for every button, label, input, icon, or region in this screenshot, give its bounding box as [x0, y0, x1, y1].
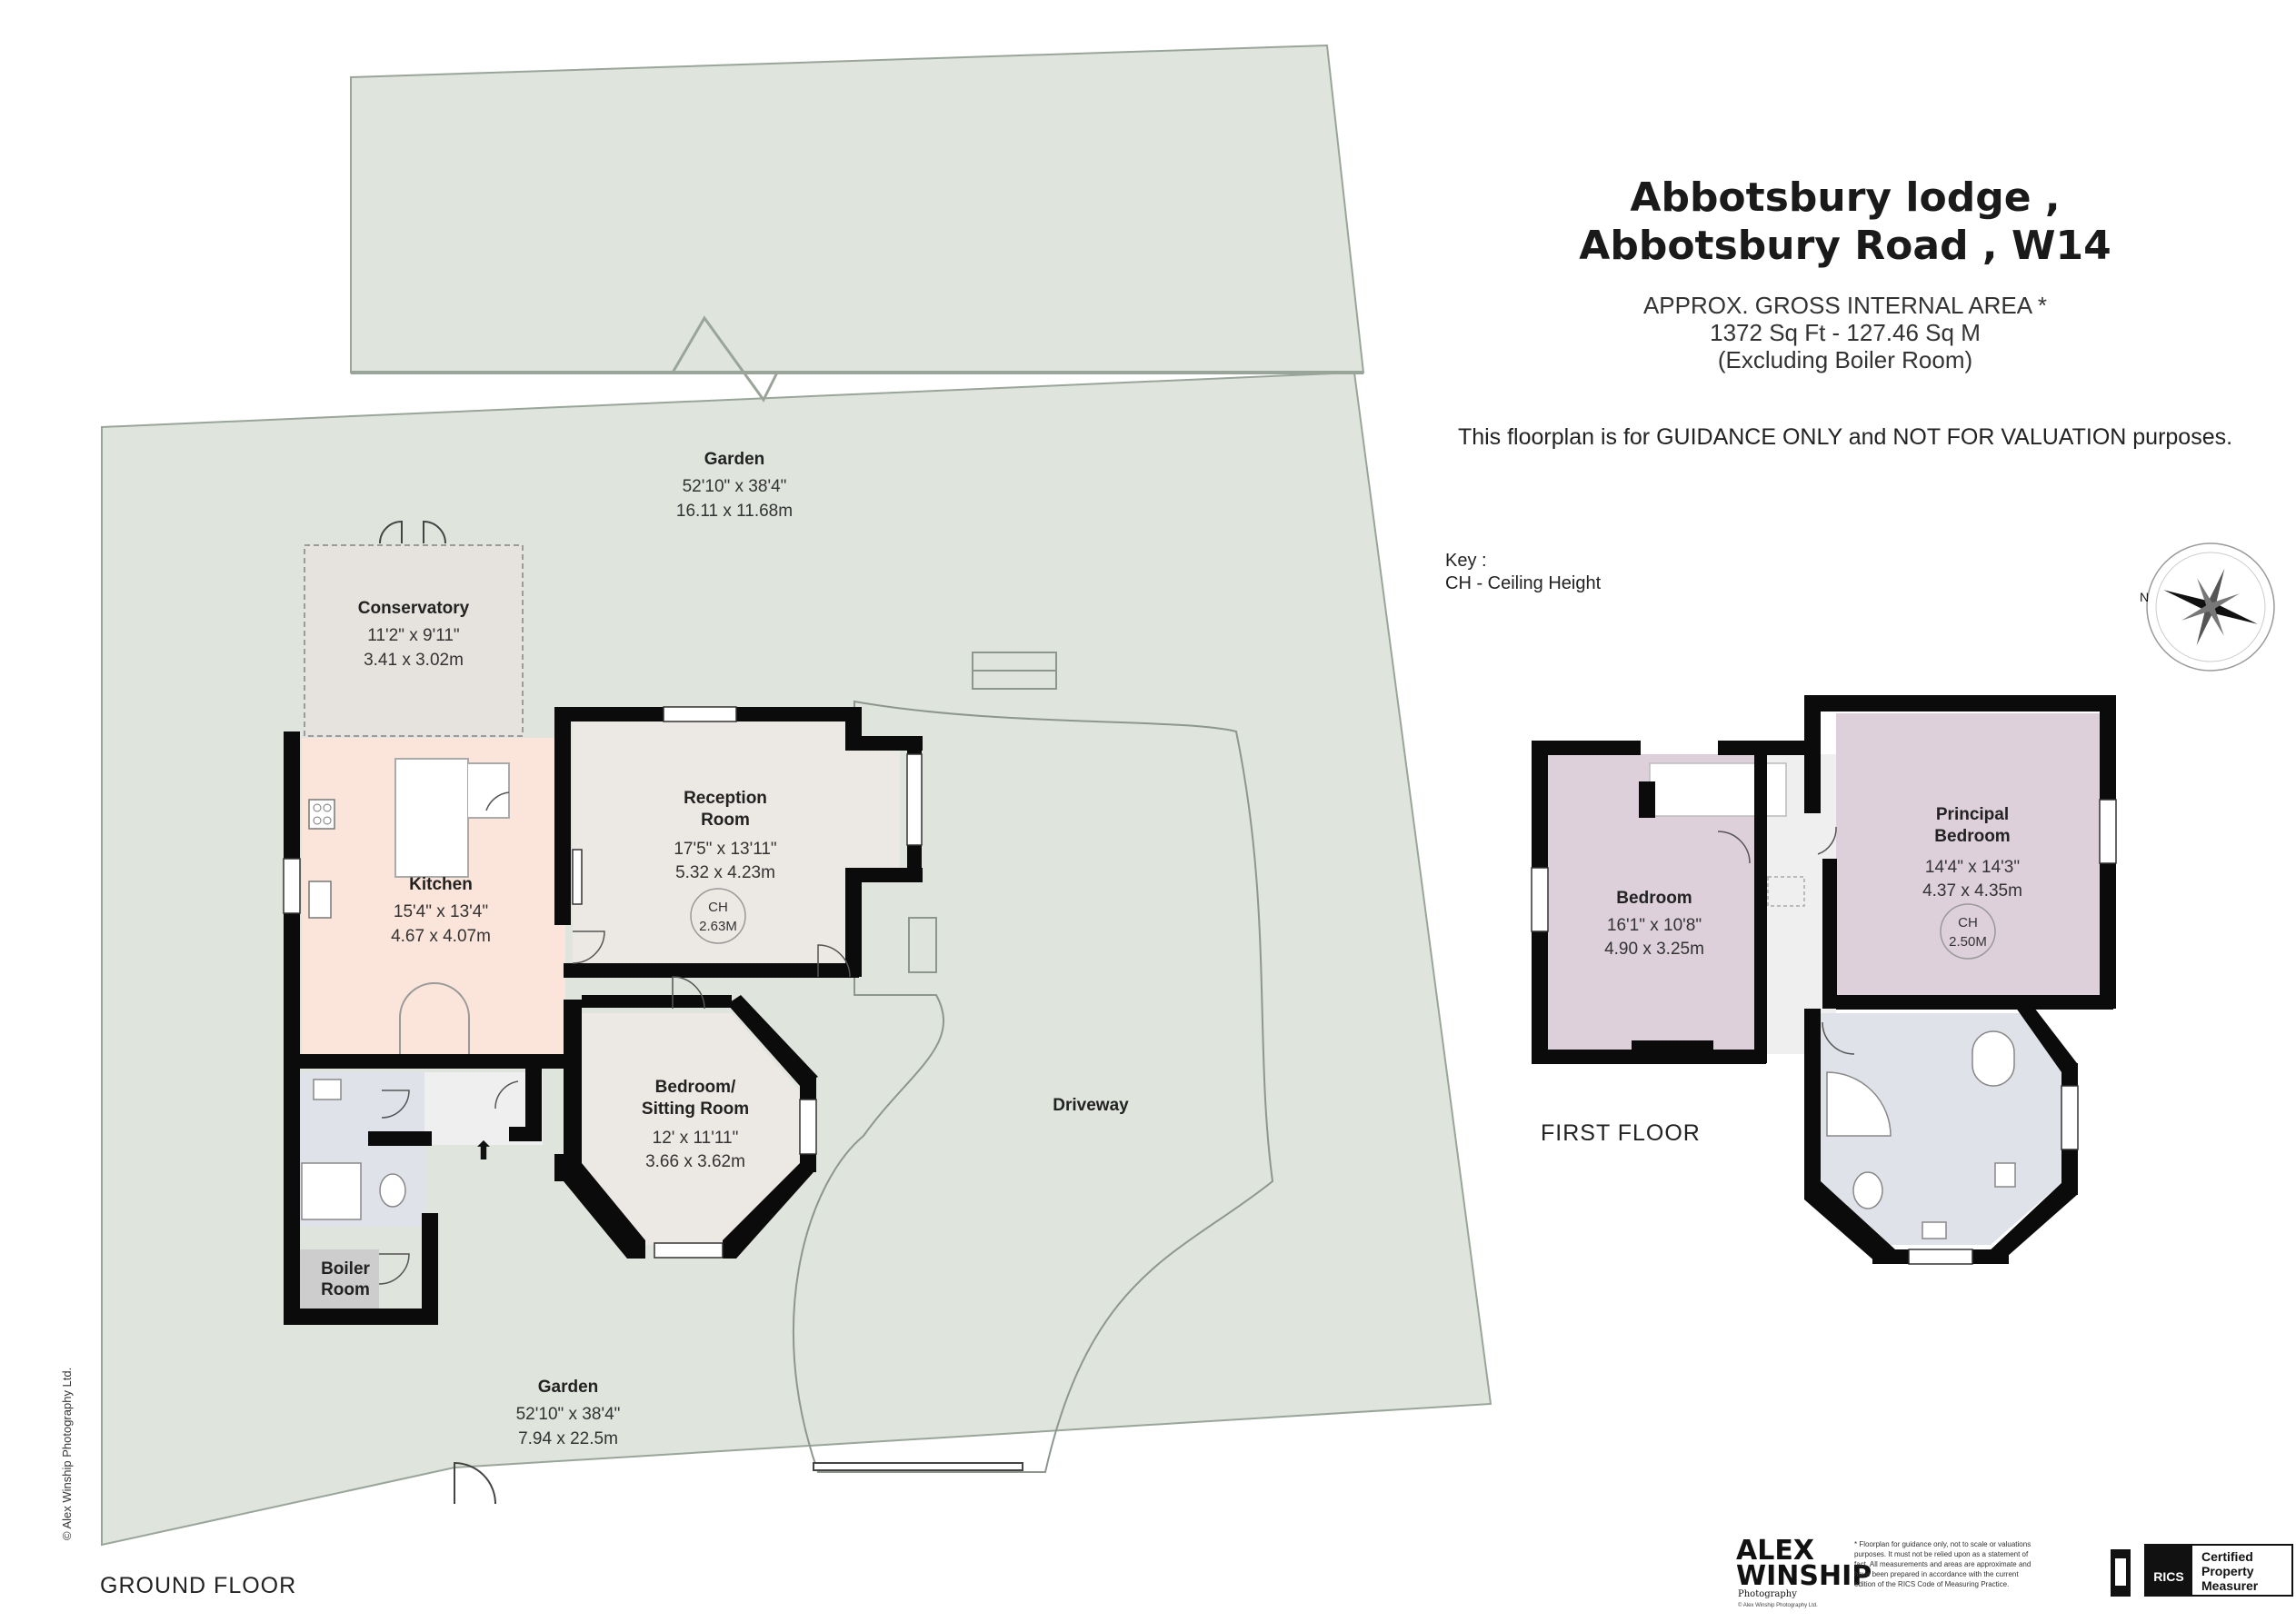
reception-ch-value: 2.63M [699, 919, 737, 934]
first-floor-walls [1532, 695, 2116, 1264]
area-line-2: 1372 Sq Ft - 127.46 Sq M [1710, 319, 1981, 346]
front-gate [813, 1462, 1023, 1471]
compass-north: N [2140, 590, 2149, 604]
first-floor-label: FIRST FLOOR [1541, 1120, 1701, 1146]
brand-line-1: ALEX [1736, 1535, 1814, 1567]
kitchen-metric: 4.67 x 4.07m [391, 927, 491, 946]
window-markers [283, 706, 923, 1259]
basin-icon [313, 1079, 342, 1100]
hob-burner [323, 803, 332, 812]
first-floor-windows [1531, 799, 2117, 1265]
brand-line-4: © Alex Winship Photography Ltd. [1738, 1602, 1818, 1608]
compass-icon: N [2140, 542, 2275, 672]
garden-top-name: Garden [704, 450, 765, 469]
garden-top-imperial: 52'10" x 38'4" [683, 477, 787, 496]
first-floor-loft-hatch [1767, 876, 1805, 907]
conservatory-imperial: 11'2" x 9'11" [367, 626, 459, 645]
bedroom-sitting-name-2: Sitting Room [642, 1100, 749, 1119]
reception-room [573, 718, 900, 977]
driveway-name: Driveway [1053, 1096, 1129, 1115]
plan-break-mark [671, 315, 779, 403]
conservatory-metric: 3.41 x 3.02m [364, 651, 464, 670]
shower-icon [301, 1162, 362, 1220]
cert-line-1: Certified [2201, 1549, 2253, 1564]
fine-print-2: purposes. It must not be relied upon as … [1854, 1550, 2029, 1558]
bedroom-name: Bedroom [1616, 889, 1692, 908]
garden-gate [454, 1461, 496, 1505]
title-line-1: Abbotsbury lodge , [1630, 174, 2060, 221]
key-heading: Key : [1445, 551, 1487, 571]
first-floor-doors [1717, 826, 1855, 1055]
bedroom-metric: 4.90 x 3.25m [1604, 940, 1704, 959]
reception-name: Reception [684, 789, 767, 808]
toilet-icon [379, 1173, 406, 1208]
ground-floor-label: GROUND FLOOR [100, 1573, 296, 1598]
disclaimer-text: This floorplan is for GUIDANCE ONLY and … [1458, 424, 2232, 450]
side-steps [908, 917, 937, 973]
rics-block [2145, 1545, 2192, 1596]
fine-print-5: edition of the RICS Code of Measuring Pr… [1854, 1580, 2009, 1588]
bedroom-sitting-room [565, 1013, 800, 1245]
sink-icon [308, 881, 332, 919]
key-item: CH - Ceiling Height [1445, 573, 1602, 593]
reception-ch-label: CH [708, 900, 728, 915]
principal-ch-value: 2.50M [1949, 934, 1987, 950]
principal-name: Principal [1936, 805, 2009, 824]
conservatory-room [304, 544, 524, 737]
copyright-vertical: © Alex Winship Photography Ltd. [60, 1368, 74, 1540]
hob-burner [313, 816, 322, 825]
principal-imperial: 14'4" x 14'3" [1925, 858, 2020, 877]
conservatory-doors [379, 520, 446, 544]
garden-bottom-name: Garden [538, 1378, 599, 1397]
boiler-name-2: Room [321, 1280, 370, 1299]
entrance-arrow-icon: ⬆ [473, 1137, 494, 1165]
title-line-2: Abbotsbury Road , W14 [1579, 223, 2111, 269]
kitchen-imperial: 15'4" x 13'4" [394, 902, 488, 921]
brand-line-2: WINSHIP [1736, 1560, 1872, 1592]
reception-name-2: Room [701, 811, 750, 830]
reception-imperial: 17'5" x 13'11" [674, 840, 776, 859]
kitchen-stairs [394, 758, 469, 878]
area-line-1: APPROX. GROSS INTERNAL AREA * [1643, 292, 2047, 319]
cert-line-3: Measurer [2201, 1578, 2259, 1593]
fine-print-3: fact. All measurements and areas are app… [1854, 1560, 2031, 1568]
reception-metric: 5.32 x 4.23m [675, 863, 775, 882]
stairs-winder [468, 762, 510, 819]
brand-line-3: Photography [1738, 1589, 1797, 1599]
garden-top-metric: 16.11 x 11.68m [676, 502, 793, 521]
garden-bottom-imperial: 52'10" x 38'4" [516, 1405, 621, 1424]
principal-name-2: Bedroom [1934, 827, 2010, 846]
measurer-logo-icon [2111, 1549, 2131, 1597]
principal-metric: 4.37 x 4.35m [1922, 881, 2022, 901]
principal-ceiling-marker [1940, 903, 1996, 960]
garden-bottom-metric: 7.94 x 22.5m [518, 1429, 618, 1448]
boiler-room [293, 1249, 379, 1311]
bedroom-sitting-imperial: 12' x 11'11" [653, 1129, 739, 1148]
boiler-name: Boiler [321, 1259, 370, 1279]
hob-icon [308, 799, 335, 830]
bedroom-sitting-name: Bedroom/ [655, 1078, 736, 1097]
driveway-outline [792, 700, 1274, 1473]
fine-print-1: * Floorplan for guidance only, not to sc… [1854, 1540, 2031, 1548]
garden-upper-area [350, 44, 1365, 373]
fine-print-4: have been prepared in accordance with th… [1854, 1570, 2019, 1578]
reception-ceiling-marker [690, 888, 746, 944]
kitchen-arch [399, 982, 470, 1056]
kitchen-name: Kitchen [409, 875, 473, 894]
principal-ch-label: CH [1958, 915, 1978, 930]
hob-burner [323, 816, 332, 825]
bedroom-imperial: 16'1" x 10'8" [1607, 916, 1702, 935]
bedroom-sitting-metric: 3.66 x 3.62m [645, 1152, 745, 1171]
cert-line-2: Property [2201, 1564, 2254, 1578]
conservatory-name: Conservatory [358, 599, 470, 618]
hob-burner [313, 803, 322, 812]
door-swings [378, 791, 851, 1285]
rics-label: RICS [2153, 1569, 2183, 1584]
area-line-3: (Excluding Boiler Room) [1718, 346, 1972, 373]
